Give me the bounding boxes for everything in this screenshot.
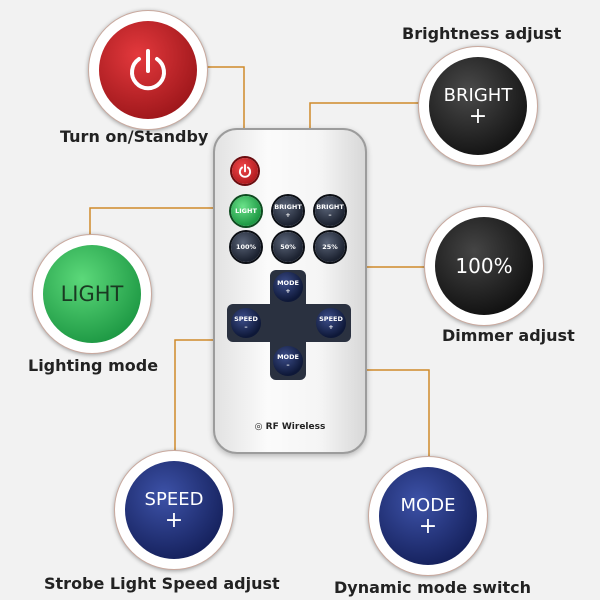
remote-power-button[interactable] (232, 158, 258, 184)
remote-mode-plus-label: MODE (277, 279, 299, 287)
speed-callout-sub: + (164, 507, 184, 533)
speed-callout-button: SPEED + (125, 461, 223, 559)
remote-bright-minus-label: BRIGHT (316, 203, 344, 211)
light-callout: LIGHT (32, 234, 152, 354)
remote-mode-minus-button[interactable]: MODE – (273, 346, 303, 376)
light-callout-label: LIGHT (60, 282, 124, 306)
remote-mode-plus-button[interactable]: MODE + (273, 272, 303, 302)
speed-callout-label: SPEED (144, 488, 204, 510)
speed-caption: Strobe Light Speed adjust (44, 574, 280, 593)
remote-speed-plus-label: SPEED (319, 315, 343, 323)
remote-speed-minus-button[interactable]: SPEED – (231, 308, 261, 338)
remote-light-label: LIGHT (235, 207, 257, 215)
remote-50-label: 50% (280, 243, 296, 251)
speed-callout: SPEED + (114, 450, 234, 570)
remote-bright-plus-button[interactable]: BRIGHT + (273, 196, 303, 226)
remote-speed-minus-sub: – (244, 323, 248, 331)
remote-25-label: 25% (322, 243, 338, 251)
power-callout-button (99, 21, 197, 119)
power-caption: Turn on/Standby (60, 127, 209, 146)
dimmer-callout: 100% (424, 206, 544, 326)
power-icon (130, 49, 166, 91)
dimmer-callout-label: 100% (455, 254, 513, 278)
remote-brand: ◎ RF Wireless (215, 422, 365, 432)
remote-mode-plus-sub: + (285, 287, 291, 295)
dimmer-caption: Dimmer adjust (442, 326, 575, 345)
remote-speed-plus-sub: + (328, 323, 334, 331)
mode-callout-label: MODE (400, 494, 456, 516)
remote-bright-minus-sub: – (328, 211, 332, 219)
remote-brand-label: RF Wireless (265, 422, 326, 432)
remote-power-icon (238, 163, 252, 178)
remote-bright-plus-label: BRIGHT (274, 203, 302, 211)
mode-callout-sub: + (418, 513, 438, 539)
bright-callout-sub: + (468, 103, 488, 129)
light-caption: Lighting mode (28, 356, 159, 375)
mode-callout-button: MODE + (379, 467, 477, 565)
light-callout-button: LIGHT (43, 245, 141, 343)
bright-callout: BRIGHT + (418, 46, 538, 166)
remote-bright-minus-button[interactable]: BRIGHT – (315, 196, 345, 226)
wifi-icon: ◎ (254, 422, 263, 432)
remote-control: LIGHT BRIGHT + BRIGHT – 100% 50% 25% MOD… (213, 128, 367, 454)
dimmer-callout-button: 100% (435, 217, 533, 315)
bright-callout-label: BRIGHT (443, 84, 513, 106)
remote-25-button[interactable]: 25% (315, 232, 345, 262)
remote-light-button[interactable]: LIGHT (231, 196, 261, 226)
remote-speed-plus-button[interactable]: SPEED + (316, 308, 346, 338)
remote-mode-minus-label: MODE (277, 353, 299, 361)
mode-callout: MODE + (368, 456, 488, 576)
bright-callout-button: BRIGHT + (429, 57, 527, 155)
remote-50-button[interactable]: 50% (273, 232, 303, 262)
remote-100-button[interactable]: 100% (231, 232, 261, 262)
remote-100-label: 100% (235, 243, 257, 251)
power-callout (88, 10, 208, 130)
bright-caption: Brightness adjust (402, 24, 562, 43)
remote-speed-minus-label: SPEED (234, 315, 258, 323)
remote-bright-plus-sub: + (285, 211, 291, 219)
mode-caption: Dynamic mode switch (334, 578, 531, 597)
remote-mode-minus-sub: – (286, 361, 290, 369)
